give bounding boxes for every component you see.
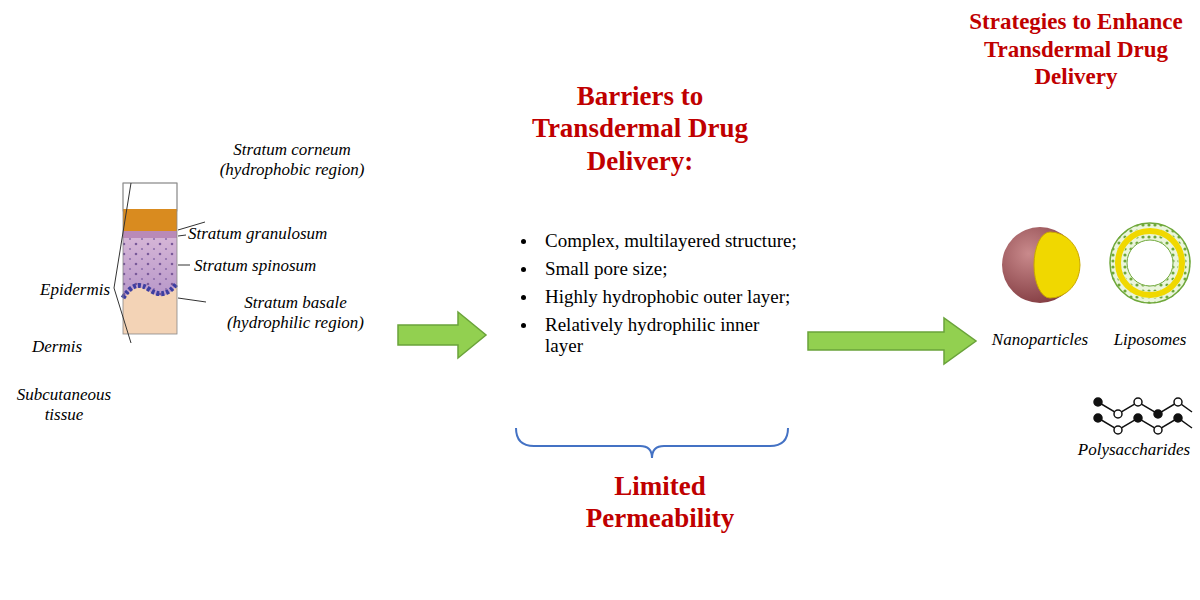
- stratum-spinosum-layer: [123, 231, 177, 301]
- liposome-heads-outer: [1112, 225, 1188, 301]
- bullet-dot: [521, 267, 526, 272]
- polymer-unit: [1154, 426, 1162, 434]
- region-label: Epidermis: [4, 280, 110, 300]
- conclusion-heading: Limited Permeability: [560, 470, 760, 535]
- leader-line: [178, 265, 190, 266]
- stratum-corneum-layer: [123, 209, 177, 231]
- liposome-outer: [1110, 223, 1190, 303]
- polymer-unit: [1114, 410, 1122, 418]
- layer-label: Stratum granulosum: [188, 224, 388, 244]
- icon-label: Nanoparticles: [988, 330, 1092, 350]
- polymer-unit: [1094, 414, 1102, 422]
- skin-section: [114, 183, 206, 343]
- icon-label: Liposomes: [1104, 330, 1196, 350]
- polymer-unit: [1114, 426, 1122, 434]
- liposome-core: [1127, 240, 1173, 286]
- curly-brace: [516, 428, 788, 458]
- icon-label: Polysaccharides: [1072, 440, 1196, 460]
- epidermis-bracket: [114, 183, 131, 343]
- bullet-item: Small pore size;: [545, 258, 800, 280]
- region-label: Dermis: [4, 337, 110, 357]
- polymer-unit: [1094, 398, 1102, 406]
- liposome-bilayer: [1118, 231, 1182, 295]
- polymer-unit: [1154, 410, 1162, 418]
- polymer-unit: [1134, 398, 1142, 406]
- nanoparticle-icon: [1002, 227, 1080, 303]
- leader-line: [178, 298, 206, 302]
- liposome-icon: [1110, 223, 1190, 303]
- polymer-unit: [1134, 414, 1142, 422]
- layer-label: Stratum spinosum: [194, 256, 384, 276]
- polymer-unit: [1174, 414, 1182, 422]
- bullet-item: Complex, multilayered structure;: [545, 230, 800, 252]
- bullet-dot: [521, 323, 526, 328]
- layer-label: Stratum corneum (hydrophobic region): [207, 140, 377, 179]
- skin-surface: [123, 183, 177, 211]
- liposome-heads-inner: [1124, 237, 1176, 289]
- bullet-dot: [521, 239, 526, 244]
- leader-line: [178, 235, 186, 236]
- block-arrow: [808, 318, 976, 364]
- layer-label: Stratum basale (hydrophilic region): [208, 293, 383, 332]
- bullet-item: Highly hydrophobic outer layer;: [545, 286, 800, 308]
- section-heading: Barriers to Transdermal Drug Delivery:: [505, 80, 775, 177]
- polymer-unit: [1174, 398, 1182, 406]
- section-heading: Strategies to Enhance Transdermal Drug D…: [958, 8, 1194, 91]
- section-outline: [123, 183, 177, 334]
- polymer-chain-icon: [1094, 398, 1192, 434]
- stratum-granulosum-layer: [123, 231, 177, 238]
- bullet-dot: [521, 295, 526, 300]
- block-arrow: [398, 312, 486, 358]
- region-label: Subcutaneous tissue: [4, 385, 124, 424]
- bullet-item: Relatively hydrophilic inner layer: [545, 314, 800, 358]
- stratum-basale-layer: [123, 283, 177, 298]
- cell-texture: [123, 231, 177, 301]
- nanoparticle-core: [1034, 232, 1080, 298]
